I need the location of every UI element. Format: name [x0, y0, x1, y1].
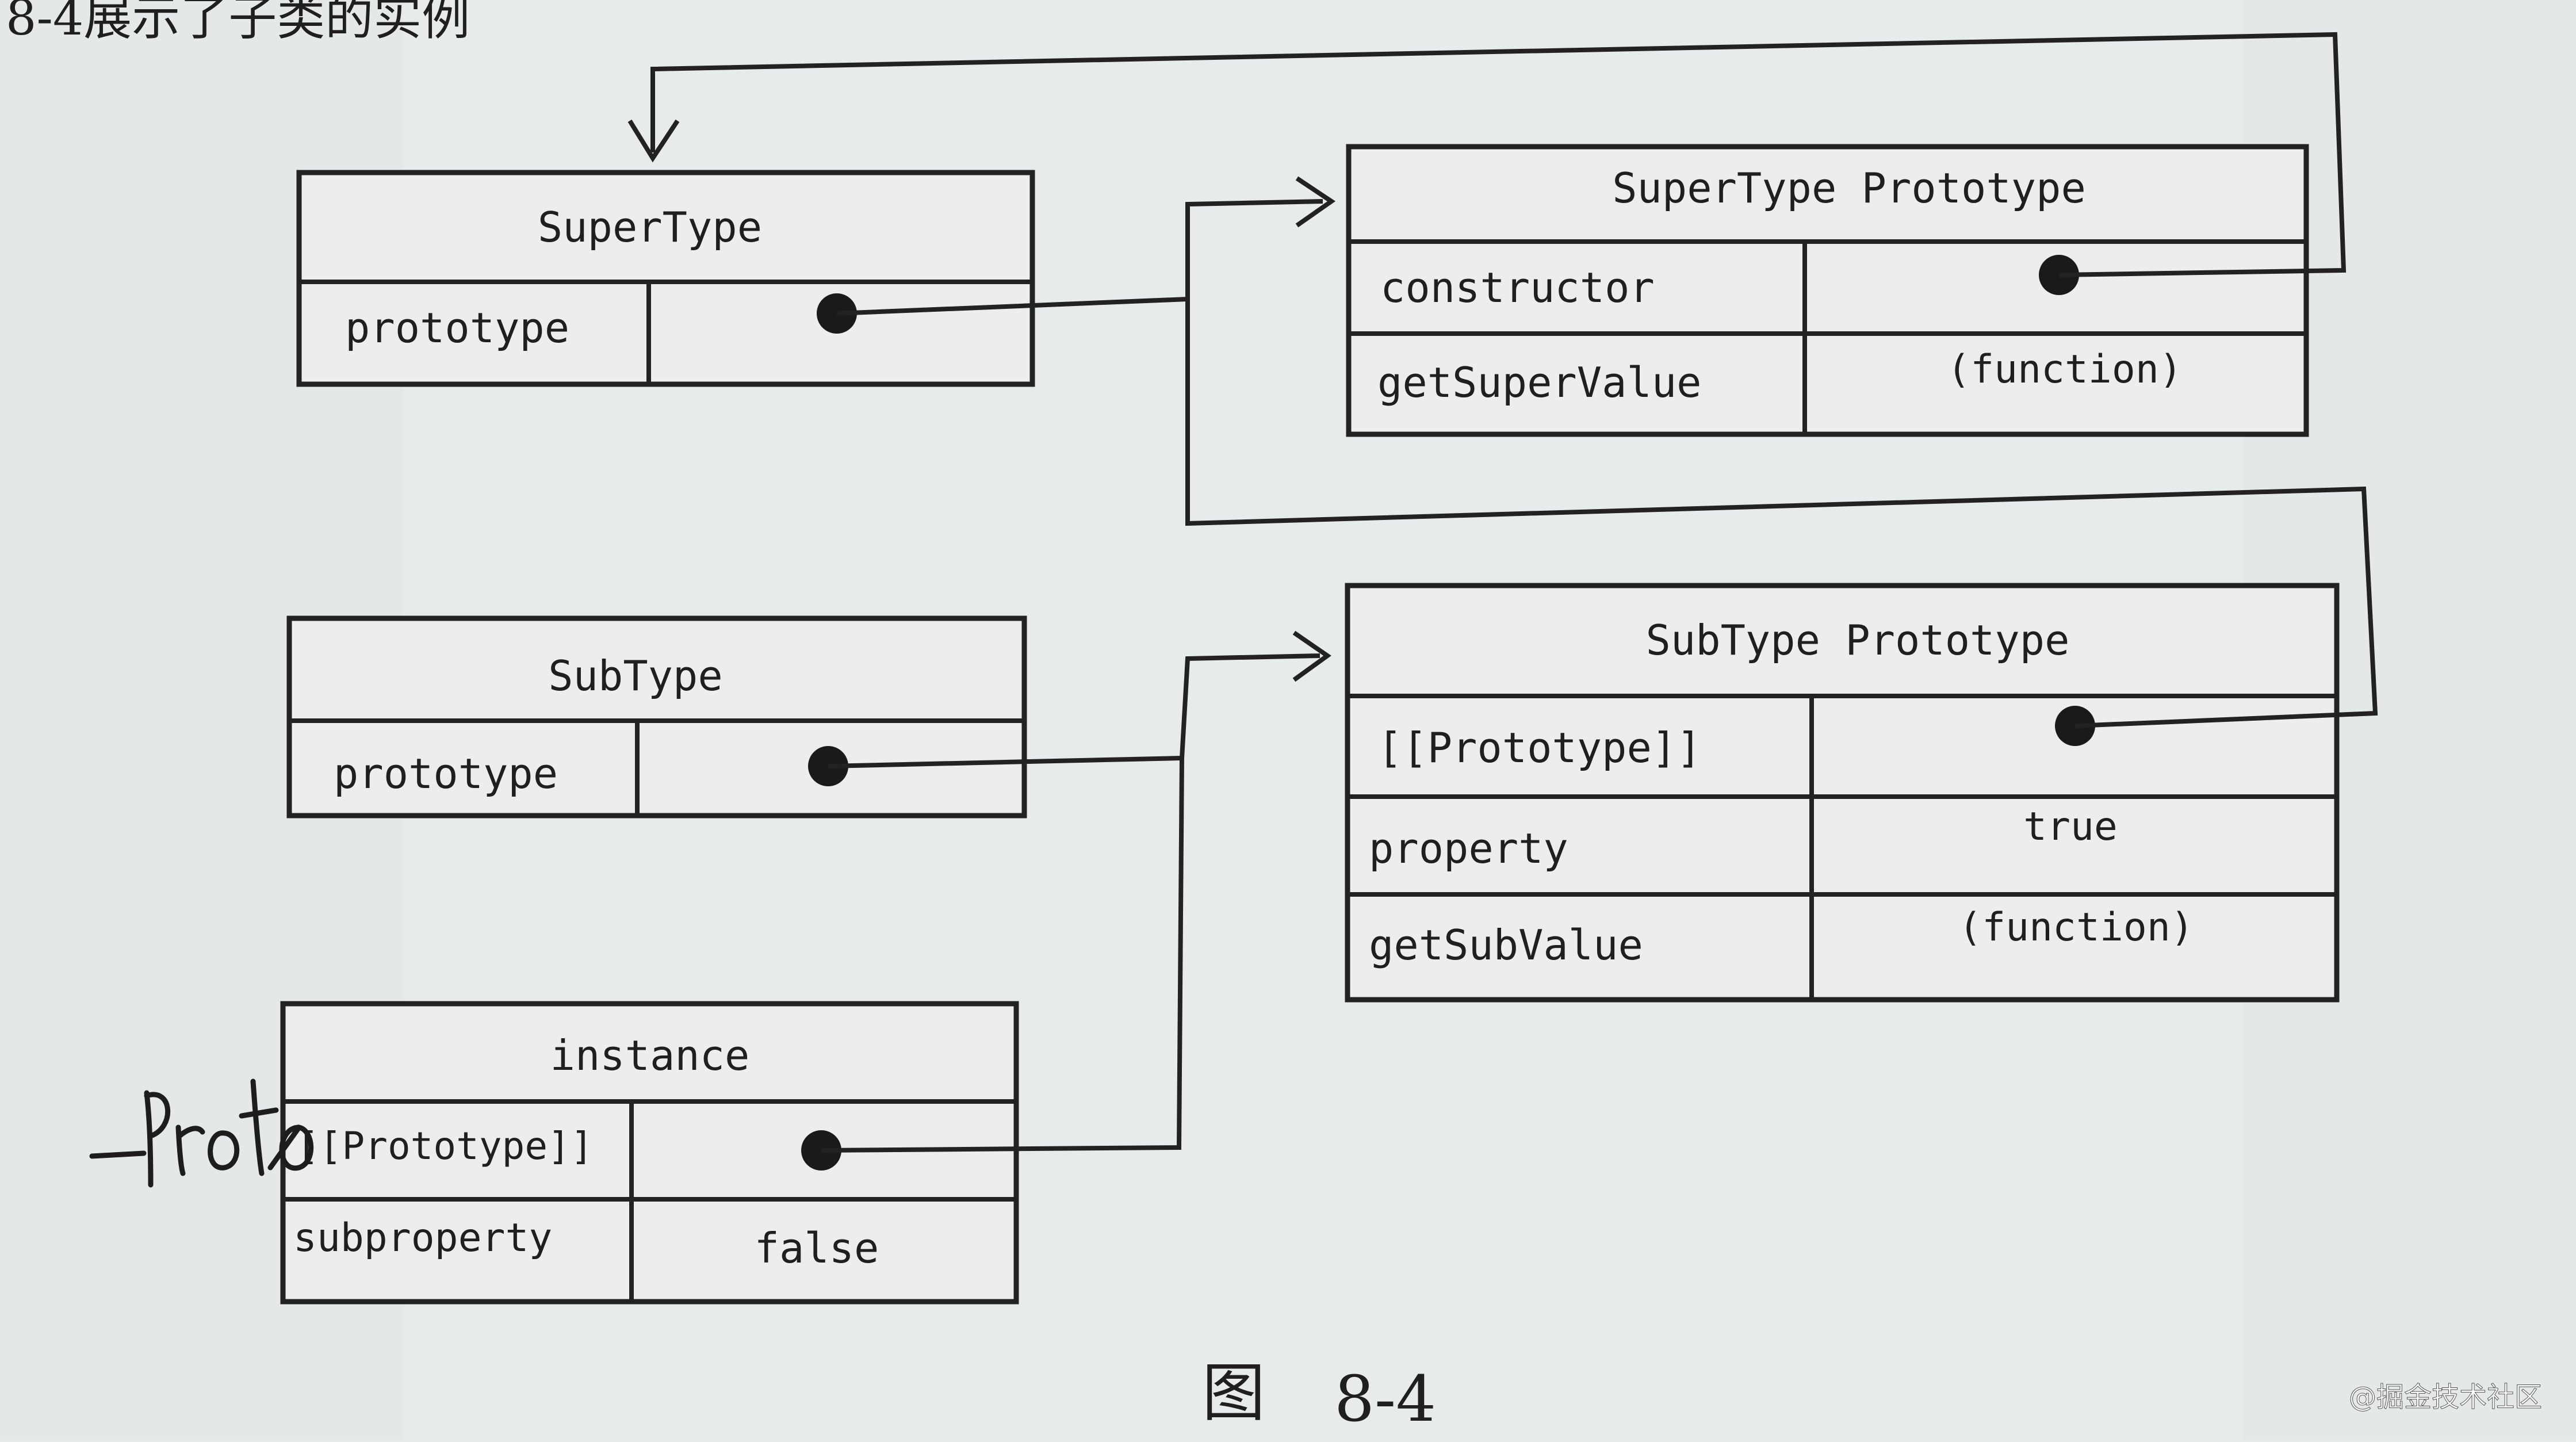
- supertype-prototype-key: prototype: [345, 304, 569, 352]
- arrow-supertype-to-supertype-prototype: [836, 199, 1323, 316]
- instance-box: instance [[Prototype]] subproperty false: [280, 1001, 1019, 1305]
- constructor-key: constructor: [1380, 263, 1655, 312]
- supertype-prototype-title: SuperType Prototype: [1612, 164, 2086, 212]
- subproperty-value: false: [755, 1224, 879, 1272]
- get-super-value-value: (function): [1947, 347, 2182, 392]
- arrow-subtype-to-subtype-prototype: [828, 653, 1320, 768]
- arrow-constructor-to-supertype: [650, 32, 2347, 277]
- supertype-prototype-box: SuperType Prototype constructor getSuper…: [1346, 144, 2309, 437]
- get-sub-value-key: getSubValue: [1369, 921, 1643, 969]
- subproperty-key: subproperty: [293, 1215, 552, 1261]
- property-key: property: [1369, 824, 1568, 873]
- watermark-text: @掘金技术社区: [2349, 1381, 2542, 1413]
- subtype-title: SubType: [548, 652, 722, 700]
- get-sub-value-value: (function): [1958, 905, 2194, 950]
- supertype-title: SuperType: [538, 203, 762, 251]
- header-text: 8-4展示了子类的实例: [6, 0, 470, 46]
- subtype-prototype-title: SubType Prototype: [1646, 616, 2070, 664]
- instance-title: instance: [550, 1031, 750, 1080]
- property-value: true: [2023, 804, 2118, 850]
- subtype-prototype-key: prototype: [334, 749, 558, 798]
- handwritten-proto-note-text: _proto_: [92, 1125, 263, 1179]
- subtype-proto-internal-key: [[Prototype]]: [1377, 724, 1702, 772]
- subtype-prototype-box: SubType Prototype [[Prototype]] property…: [1345, 583, 2340, 1003]
- arrowhead-supertype: [627, 119, 680, 163]
- arrowhead-supertype-prototype: [1295, 176, 1336, 228]
- subtype-box: SubType prototype: [286, 615, 1027, 818]
- get-super-value-key: getSuperValue: [1377, 358, 1702, 407]
- handwritten-proto-note: _proto_: [89, 1078, 314, 1188]
- caption-number: 8-4: [1334, 1362, 1436, 1436]
- figure-caption: 图 8-4: [1202, 1356, 1436, 1436]
- arrow-subtype-proto-to-supertype-prototype: [1185, 299, 2378, 728]
- arrowhead-subtype-prototype: [1292, 630, 1331, 682]
- instance-proto-internal-key: [[Prototype]]: [296, 1124, 594, 1168]
- supertype-box: SuperType prototype: [296, 170, 1035, 387]
- caption-label: 图: [1202, 1356, 1265, 1430]
- arrow-instance-to-subtype-prototype: [821, 758, 1184, 1153]
